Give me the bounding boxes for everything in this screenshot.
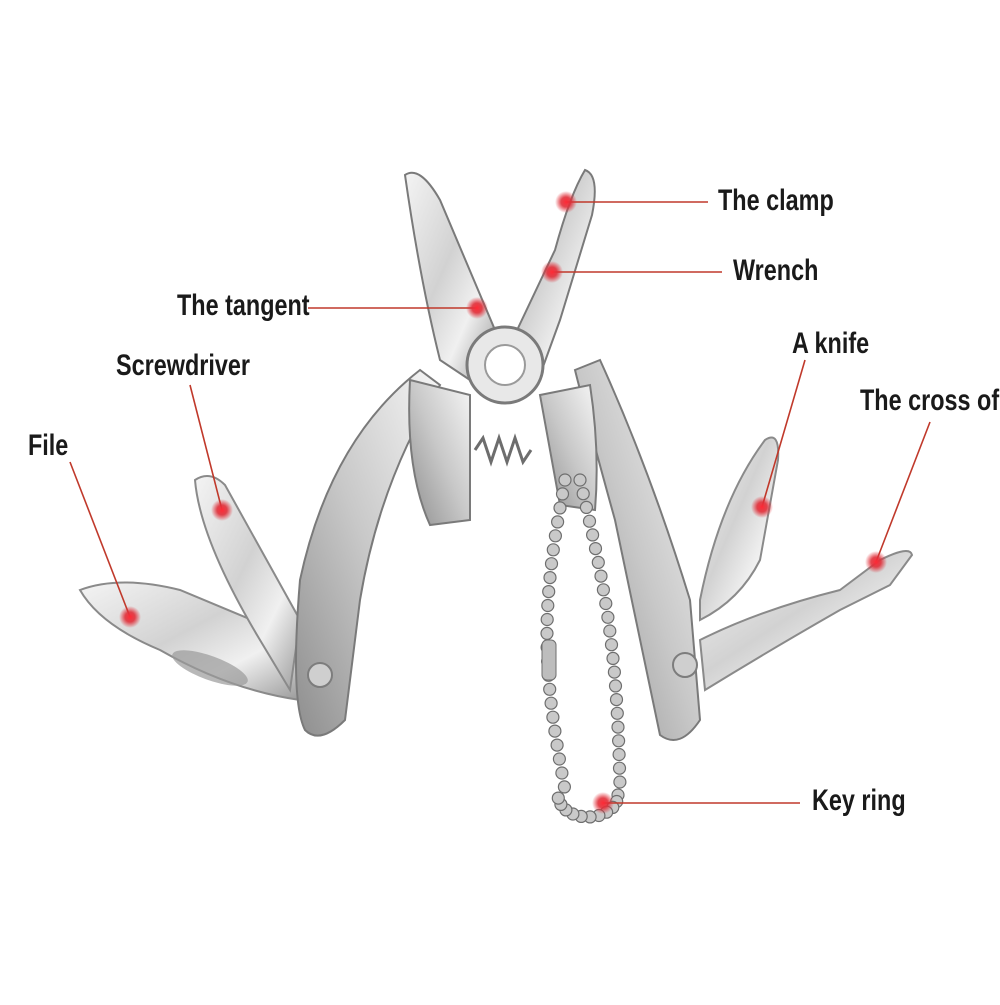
callout-lines [69,201,931,804]
chain-bead [546,710,560,724]
chain-bead [541,598,555,613]
knife-blade [699,436,780,622]
chain-bead [544,557,559,571]
chain-bead [540,612,554,627]
label-key-ring: Key ring [812,784,906,817]
chain-bead [557,780,572,794]
chain-bead [610,706,624,720]
chain-bead [603,624,617,638]
right-rivet [672,652,698,678]
chain-bead [548,724,562,738]
chain-bead [576,487,590,501]
cross-screwdriver [698,550,914,692]
label-wrench: Wrench [733,254,819,287]
callout-dot-key-ring [592,792,614,814]
chain-bead [546,543,560,557]
label-tangent: The tangent [177,289,310,322]
label-file: File [28,429,69,462]
chain-bead [607,665,622,679]
chain-bead [608,679,623,693]
callout-dot-wrench [541,261,563,283]
chain-bead [552,752,567,766]
callout-dot-screwdriver [211,499,233,521]
chain-bead [601,610,615,624]
chain-bead [543,682,557,696]
callout-dot-cross [865,551,887,573]
chain-bead [579,500,594,514]
chain-bead [555,766,569,780]
chain-bead [573,473,587,487]
file-cutout [172,650,248,686]
callout-dot-knife [751,496,773,518]
label-knife: A knife [792,327,870,360]
callout-line-knife [761,359,806,508]
chain-bead [555,487,570,501]
pivot-inner [484,344,526,386]
chain-bead [599,596,613,611]
spring [473,433,533,467]
callout-dot-clamp [555,191,577,213]
label-clamp: The clamp [718,184,834,217]
chain-bead [585,528,600,542]
chain-bead [558,473,572,487]
chain-bead [591,555,605,570]
chain-bead [550,515,565,529]
chain-clasp [541,639,557,681]
chain-bead [542,584,556,599]
chain-bead [611,720,625,734]
chain-bead [596,583,611,597]
label-cross: The cross of [860,384,1000,417]
chain-bead [540,626,554,641]
left-handle [295,368,442,737]
ball-chain [540,473,627,824]
chain-bead [611,734,626,748]
left-jaw [403,171,497,382]
chain-bead [609,692,624,707]
chain-bead [612,761,627,775]
chain-bead [594,569,608,583]
chain-bead [606,651,620,666]
chain-bead [550,738,564,752]
callout-dot-tangent [466,297,488,319]
right-handle [573,358,702,741]
callout-dots [119,191,887,814]
chain-bead [551,791,565,805]
label-screwdriver: Screwdriver [116,349,250,382]
callout-line-screwdriver [189,384,223,511]
callout-line-file [69,461,131,618]
screwdriver-blade [193,475,302,693]
callout-line-cross [875,421,931,563]
chain-bead [582,514,597,528]
callout-dot-file [119,606,141,628]
chain-bead [548,529,563,543]
chain-bead [553,501,567,515]
chain-bead [604,638,619,652]
chain-bead [544,696,558,710]
chain-bead [543,570,557,585]
left-rivet [307,662,333,688]
chain-bead [612,747,626,762]
left-jaw-base [408,378,471,527]
chain-bead [613,775,627,789]
chain-bead [588,541,603,556]
